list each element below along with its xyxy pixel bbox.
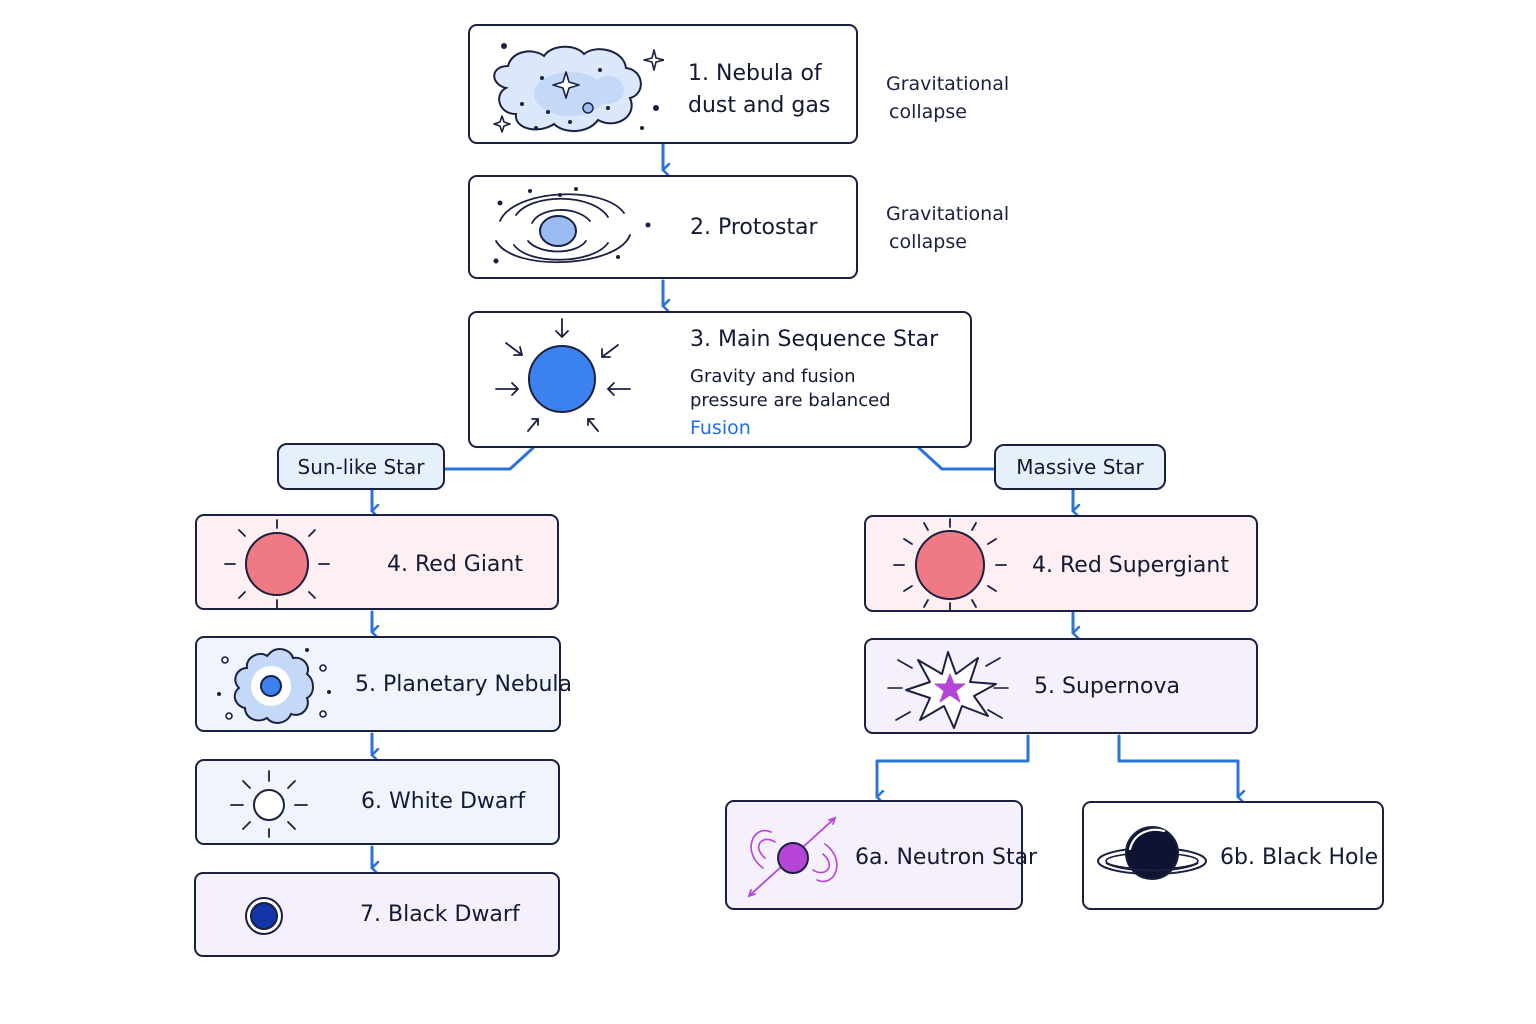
main-sequence-description: Gravity and fusion pressure are balanced: [690, 365, 891, 413]
node-black-hole: 6b. Black Hole: [1082, 801, 1384, 910]
white-dwarf-star-icon: [230, 770, 308, 838]
connector-main-sunlike: [442, 446, 535, 471]
node-protostar-title: 2. Protostar: [690, 215, 818, 240]
neutron-star-icon: [747, 816, 838, 898]
node-red-supergiant: 4. Red Supergiant: [864, 515, 1258, 612]
black-hole-title: 6b. Black Hole: [1220, 845, 1379, 870]
arrow-supernova-blackhole: [1117, 734, 1238, 797]
side-label-collapse-1: Gravitational collapse: [886, 70, 1009, 126]
main-sequence-star-icon: [495, 318, 631, 432]
node-black-dwarf: 7. Black Dwarf: [194, 872, 560, 957]
connector-main-massive: [917, 446, 997, 471]
supernova-title: 5. Supernova: [1034, 674, 1180, 699]
white-dwarf-title: 6. White Dwarf: [361, 789, 526, 814]
protostar-swirl-icon: [493, 187, 651, 264]
planetary-nebula-icon: [217, 648, 331, 724]
black-dwarf-title: 7. Black Dwarf: [360, 902, 520, 927]
collapse-2-line2: collapse: [889, 231, 967, 253]
nebula-title-line1: 1. Nebula of: [688, 61, 822, 86]
node-main-sequence: 3. Main Sequence Star Gravity and fusion…: [468, 311, 972, 448]
main-sequence-title: 3. Main Sequence Star: [690, 327, 939, 352]
node-planetary-nebula: 5. Planetary Nebula: [195, 636, 572, 732]
node-neutron-star: 6a. Neutron Star: [725, 800, 1037, 910]
black-hole-icon: [1097, 826, 1207, 880]
planetary-nebula-title: 5. Planetary Nebula: [355, 672, 572, 697]
collapse-1-line2: collapse: [889, 101, 967, 123]
red-giant-title: 4. Red Giant: [387, 552, 523, 577]
nebula-title-line2: dust and gas: [688, 93, 831, 118]
side-label-collapse-2: Gravitational collapse: [886, 200, 1009, 256]
main-sequence-desc-line1: Gravity and fusion: [690, 366, 856, 387]
fusion-label: Fusion: [690, 417, 751, 439]
node-protostar: 2. Protostar: [468, 175, 858, 279]
red-giant-star-icon: [224, 519, 330, 609]
node-red-giant: 4. Red Giant: [195, 514, 559, 610]
black-dwarf-icon: [245, 897, 283, 935]
node-white-dwarf: 6. White Dwarf: [195, 759, 560, 845]
node-nebula: 1. Nebula of dust and gas: [468, 24, 858, 144]
red-supergiant-star-icon: [893, 518, 1007, 612]
nebula-cloud-icon: [493, 43, 664, 133]
collapse-1-line1: Gravitational: [886, 73, 1010, 95]
arrow-supernova-neutron: [875, 734, 1030, 797]
main-sequence-desc-line2: pressure are balanced: [690, 390, 891, 411]
red-supergiant-title: 4. Red Supergiant: [1032, 553, 1229, 578]
node-supernova: 5. Supernova: [864, 638, 1258, 734]
branch-sun-like-star: Sun-like Star: [277, 443, 445, 490]
supernova-burst-icon: [887, 651, 1009, 729]
collapse-2-line1: Gravitational: [886, 203, 1010, 225]
node-nebula-title: 1. Nebula of dust and gas: [688, 58, 830, 122]
branch-massive-star: Massive Star: [994, 444, 1166, 490]
neutron-star-title: 6a. Neutron Star: [855, 845, 1038, 870]
